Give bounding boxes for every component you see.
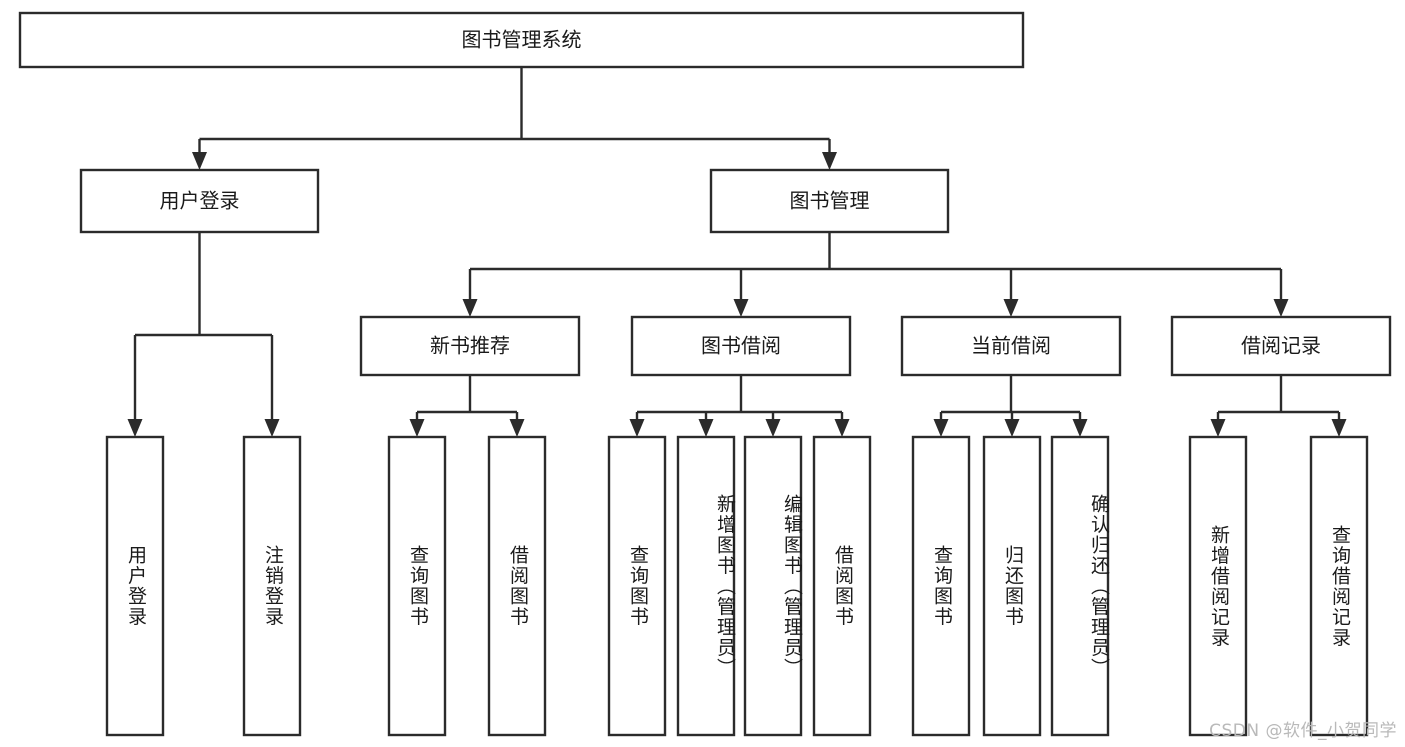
arrow-head-icon bbox=[733, 299, 749, 317]
arrow-head-icon bbox=[1331, 419, 1347, 437]
node-root-label: 图书管理系统 bbox=[462, 28, 582, 52]
node-new-book-rec[interactable] bbox=[359, 315, 581, 377]
node-leaf-borrow-book-2[interactable] bbox=[812, 435, 872, 737]
node-current-borrow-label: 当前借阅 bbox=[971, 334, 1051, 358]
node-leaf-user-login[interactable] bbox=[105, 435, 165, 737]
node-leaf-logout[interactable] bbox=[242, 435, 302, 737]
node-current-borrow[interactable] bbox=[900, 315, 1122, 377]
arrow-head-icon bbox=[409, 419, 425, 437]
node-leaf-add-record[interactable] bbox=[1188, 435, 1248, 737]
arrow-head-icon bbox=[698, 419, 714, 437]
node-borrow-record[interactable] bbox=[1170, 315, 1392, 377]
arrow-head-icon bbox=[127, 419, 143, 437]
arrow-head-icon bbox=[765, 419, 781, 437]
arrow-head-icon bbox=[834, 419, 850, 437]
node-user-login[interactable] bbox=[79, 168, 320, 234]
node-user-login-label: 用户登录 bbox=[160, 189, 240, 213]
arrow-head-icon bbox=[1003, 299, 1019, 317]
arrow-head-icon bbox=[1210, 419, 1226, 437]
csdn-watermark: CSDN @软件_小贺同学 bbox=[1209, 721, 1397, 741]
arrow-head-icon bbox=[822, 152, 837, 170]
node-leaf-query-book-3[interactable] bbox=[911, 435, 971, 737]
arrow-head-icon bbox=[933, 419, 949, 437]
arrow-head-icon bbox=[192, 152, 207, 170]
arrow-head-icon bbox=[1273, 299, 1289, 317]
node-leaf-query-book-2[interactable] bbox=[607, 435, 667, 737]
node-book-manage-label: 图书管理 bbox=[790, 189, 870, 213]
node-leaf-add-book[interactable] bbox=[676, 435, 736, 737]
arrow-head-icon bbox=[509, 419, 525, 437]
node-leaf-return-book[interactable] bbox=[982, 435, 1042, 737]
arrow-head-icon bbox=[462, 299, 478, 317]
node-book-manage[interactable] bbox=[709, 168, 950, 234]
arrow-head-icon bbox=[629, 419, 645, 437]
node-root[interactable] bbox=[18, 11, 1025, 69]
arrow-head-icon bbox=[1004, 419, 1020, 437]
node-book-borrow-label: 图书借阅 bbox=[701, 334, 781, 358]
node-leaf-borrow-book-1[interactable] bbox=[487, 435, 547, 737]
node-new-book-rec-label: 新书推荐 bbox=[430, 334, 510, 358]
node-leaf-confirm-return[interactable] bbox=[1050, 435, 1110, 737]
node-leaf-query-record[interactable] bbox=[1309, 435, 1369, 737]
node-book-borrow[interactable] bbox=[630, 315, 852, 377]
arrow-head-icon bbox=[1072, 419, 1088, 437]
arrow-head-icon bbox=[264, 419, 280, 437]
node-borrow-record-label: 借阅记录 bbox=[1241, 334, 1321, 358]
connector-layer bbox=[127, 67, 1347, 437]
node-leaf-edit-book[interactable] bbox=[743, 435, 803, 737]
node-box-layer bbox=[18, 11, 1392, 737]
node-leaf-query-book-1[interactable] bbox=[387, 435, 447, 737]
